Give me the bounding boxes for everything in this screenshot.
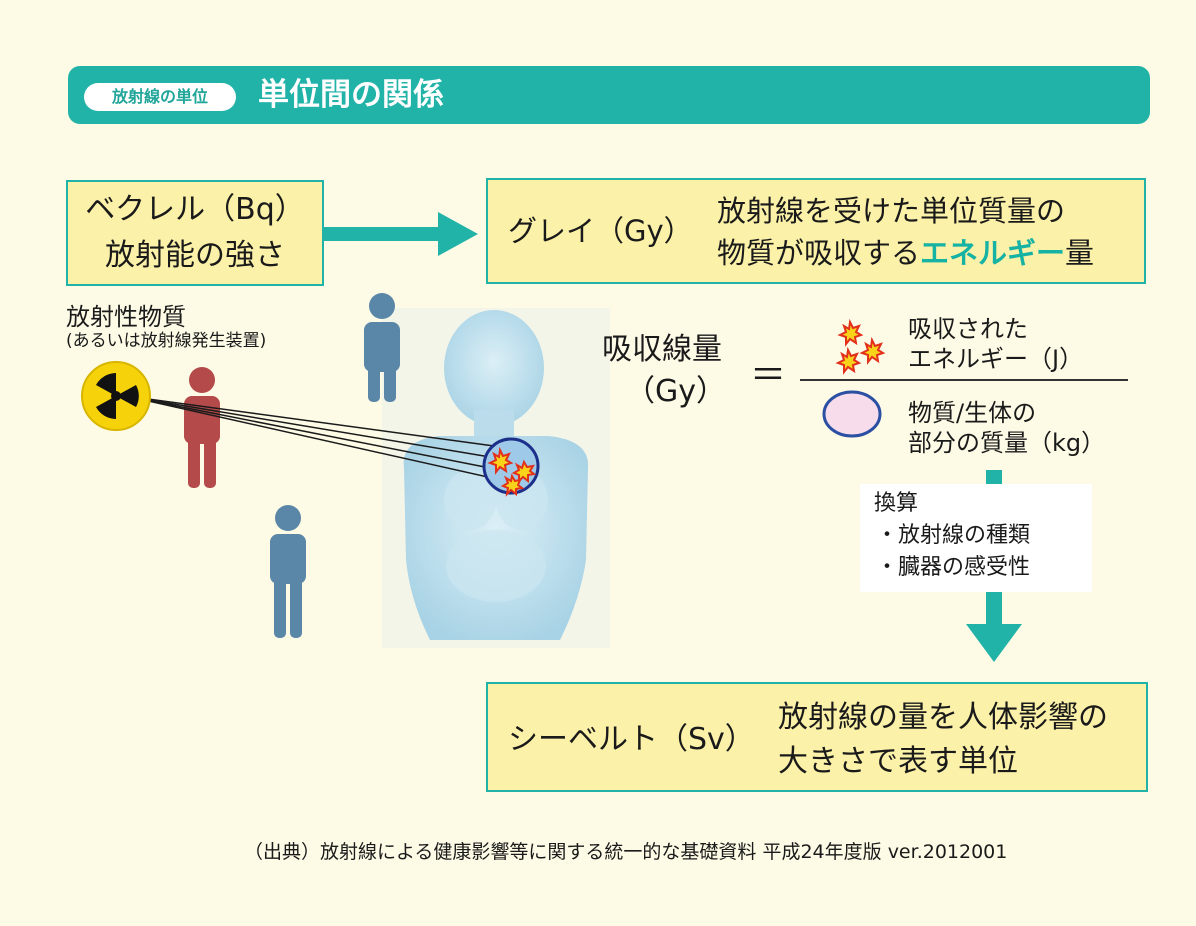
conversion-box (860, 484, 1092, 592)
mass-oval-icon (822, 390, 882, 438)
header-bar (68, 66, 1150, 124)
becquerel-box (66, 180, 324, 286)
source-label: 放射性物質 (66, 303, 186, 331)
conversion-item-organ-sensitivity: ・臓器の感受性 (876, 555, 1031, 580)
equals-sign: ＝ (750, 355, 787, 396)
absorbed-dose-label: 吸収線量 (602, 332, 722, 367)
sievert-description-line1: 放射線の量を人体影響の (778, 700, 1108, 735)
conversion-item-radiation-type: ・放射線の種類 (876, 523, 1031, 548)
gray-box (486, 178, 1146, 284)
conversion-title: 換算 (874, 491, 919, 516)
denominator-line1: 物質/生体の (908, 399, 1037, 427)
page-title: 単位間の関係 (258, 77, 444, 113)
energy-highlight: エネルギー (920, 236, 1066, 270)
energy-burst-icon (835, 318, 886, 375)
source-citation: （出典）放射線による健康影響等に関する統一的な基礎資料 平成24年度版 ver.… (244, 841, 1008, 863)
sievert-box (486, 682, 1148, 792)
sievert-unit-label: シーベルト（Sv） (508, 722, 755, 757)
numerator-line1: 吸収された (908, 315, 1028, 343)
person-icon-top (364, 293, 400, 402)
person-icon-red (184, 367, 220, 488)
numerator-line2: エネルギー（J） (908, 345, 1084, 373)
fraction-bar (800, 379, 1128, 381)
becquerel-description: 放射能の強さ (105, 238, 285, 273)
sievert-description-line2: 大きさで表す単位 (778, 744, 1018, 779)
gray-description-line1: 放射線を受けた単位質量の (717, 194, 1066, 228)
radiation-rays (125, 395, 511, 483)
absorbed-dose-unit: （Gy） (625, 374, 727, 409)
becquerel-unit-label: ベクレル（Bq） (85, 192, 305, 227)
radiation-icon (81, 361, 151, 431)
header-tag: 放射線の単位 (84, 83, 236, 111)
arrow-right-icon (324, 212, 478, 256)
gray-unit-label: グレイ（Gy） (508, 214, 693, 248)
denominator-line2: 部分の質量（kg） (908, 429, 1106, 457)
person-icon-bottom (270, 505, 306, 638)
gray-description-line2: 物質が吸収するエネルギー量 (717, 234, 1094, 272)
target-organ-circle (482, 437, 540, 497)
gray-desc-post: 量 (1065, 236, 1095, 270)
gray-desc-pre: 物質が吸収する (717, 236, 921, 270)
source-sublabel: (あるいは放射線発生装置) (66, 331, 267, 351)
